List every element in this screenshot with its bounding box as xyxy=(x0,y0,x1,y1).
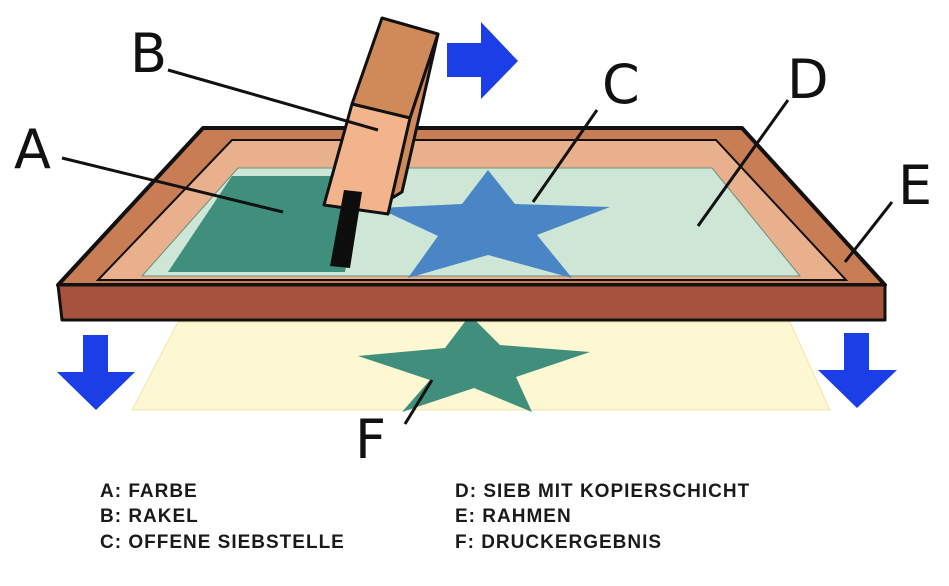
squeegee-blade xyxy=(330,190,362,268)
stencil-open-star xyxy=(378,170,610,278)
leader-line-e xyxy=(843,201,894,263)
leader-line-b xyxy=(167,68,379,132)
legend-item-e: E: RAHMEN xyxy=(455,506,572,527)
callout-c: C xyxy=(602,53,640,116)
leader-line-d xyxy=(696,99,790,227)
frame-front-face xyxy=(56,283,887,322)
down-arrow-right-icon xyxy=(818,333,897,408)
leader-line-c xyxy=(531,109,599,203)
ink-layer xyxy=(168,176,362,272)
squeegee-front xyxy=(322,102,412,216)
callout-f: F xyxy=(355,408,386,471)
leader-line-a xyxy=(61,156,284,214)
legend: A: FARBE B: RAKEL C: OFFENE SIEBSTELLE D… xyxy=(100,481,750,553)
leader-line-f xyxy=(403,379,434,425)
legend-item-f: F: DRUCKERGEBNIS xyxy=(455,532,662,553)
legend-item-b: B: RAKEL xyxy=(100,506,199,527)
legend-item-c: C: OFFENE SIEBSTELLE xyxy=(100,532,345,553)
callout-e: E xyxy=(898,154,932,217)
squeegee xyxy=(322,16,440,268)
leader-lines xyxy=(61,68,894,425)
down-arrow-left-icon xyxy=(57,335,135,410)
callout-a: A xyxy=(14,118,51,181)
legend-item-d: D: SIEB MIT KOPIERSCHICHT xyxy=(455,481,750,502)
callout-b: B xyxy=(130,22,167,85)
right-arrow-icon xyxy=(447,22,518,99)
legend-item-a: A: FARBE xyxy=(100,481,198,502)
printed-star xyxy=(358,315,590,412)
callout-d: D xyxy=(787,48,829,111)
